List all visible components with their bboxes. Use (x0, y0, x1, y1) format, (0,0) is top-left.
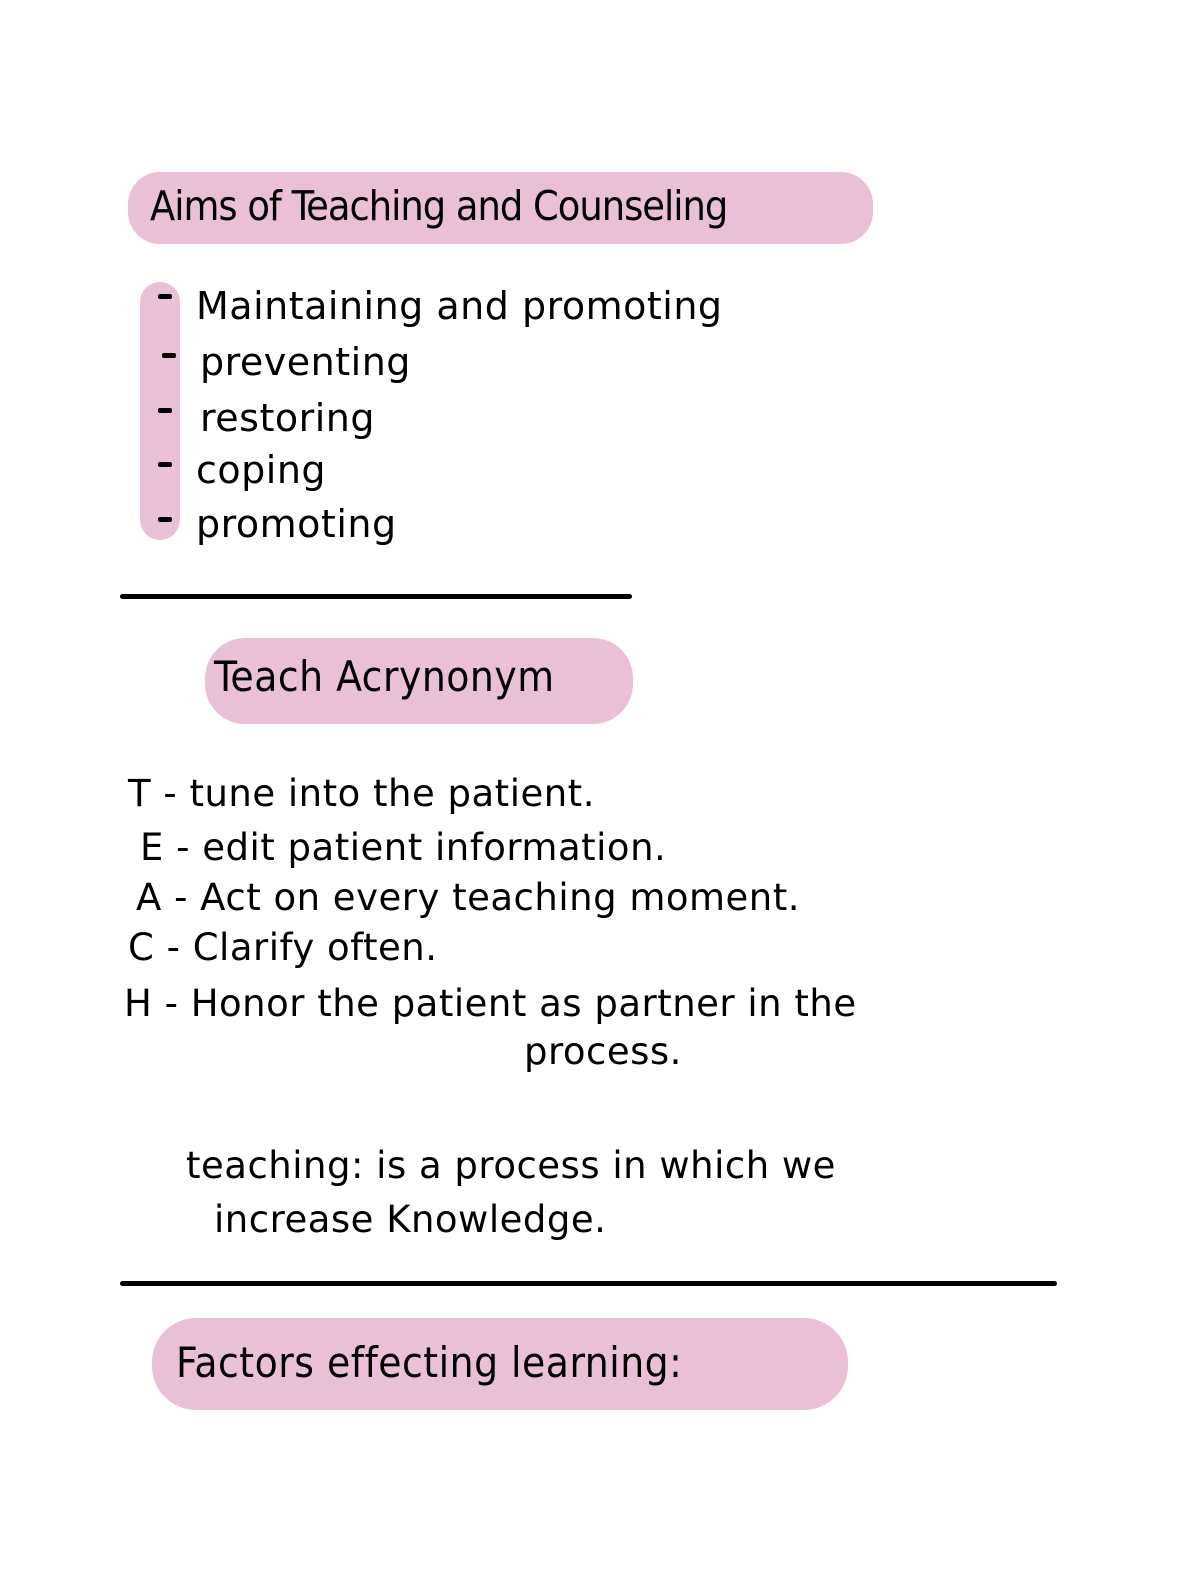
bullet-dash (158, 294, 172, 299)
heading-highlight-factors (152, 1318, 848, 1410)
teaching-definition-line2: increase Knowledge. (214, 1198, 607, 1241)
acronym-line-h: H - Honor the patient as partner in the (124, 982, 857, 1025)
heading-highlight-teach (205, 638, 633, 724)
acronym-line-c: C - Clarify often. (128, 926, 438, 969)
section-divider (120, 594, 632, 599)
acronym-line-e: E - edit patient information. (140, 826, 667, 869)
section-divider (120, 1281, 1057, 1286)
aims-item: promoting (196, 502, 397, 546)
aims-heading: Aims of Teaching and Counseling (150, 182, 728, 230)
bullet-dash (162, 353, 176, 358)
factors-heading: Factors effecting learning: (176, 1338, 683, 1387)
teaching-definition-line1: teaching: is a process in which we (186, 1144, 836, 1187)
bullet-dash (158, 408, 172, 413)
bullet-dash (158, 517, 172, 522)
acronym-line-a: A - Act on every teaching moment. (136, 876, 801, 919)
heading-highlight-aims (128, 172, 873, 244)
aims-item: Maintaining and promoting (196, 284, 723, 328)
aims-item: preventing (200, 340, 411, 384)
bullet-dash (158, 462, 172, 467)
teach-heading: Teach Acrynonym (214, 652, 555, 701)
acronym-line-h-cont: process. (524, 1030, 682, 1073)
acronym-line-t: T - tune into the patient. (128, 772, 595, 815)
aims-item: restoring (200, 396, 375, 440)
aims-item: coping (196, 448, 327, 492)
